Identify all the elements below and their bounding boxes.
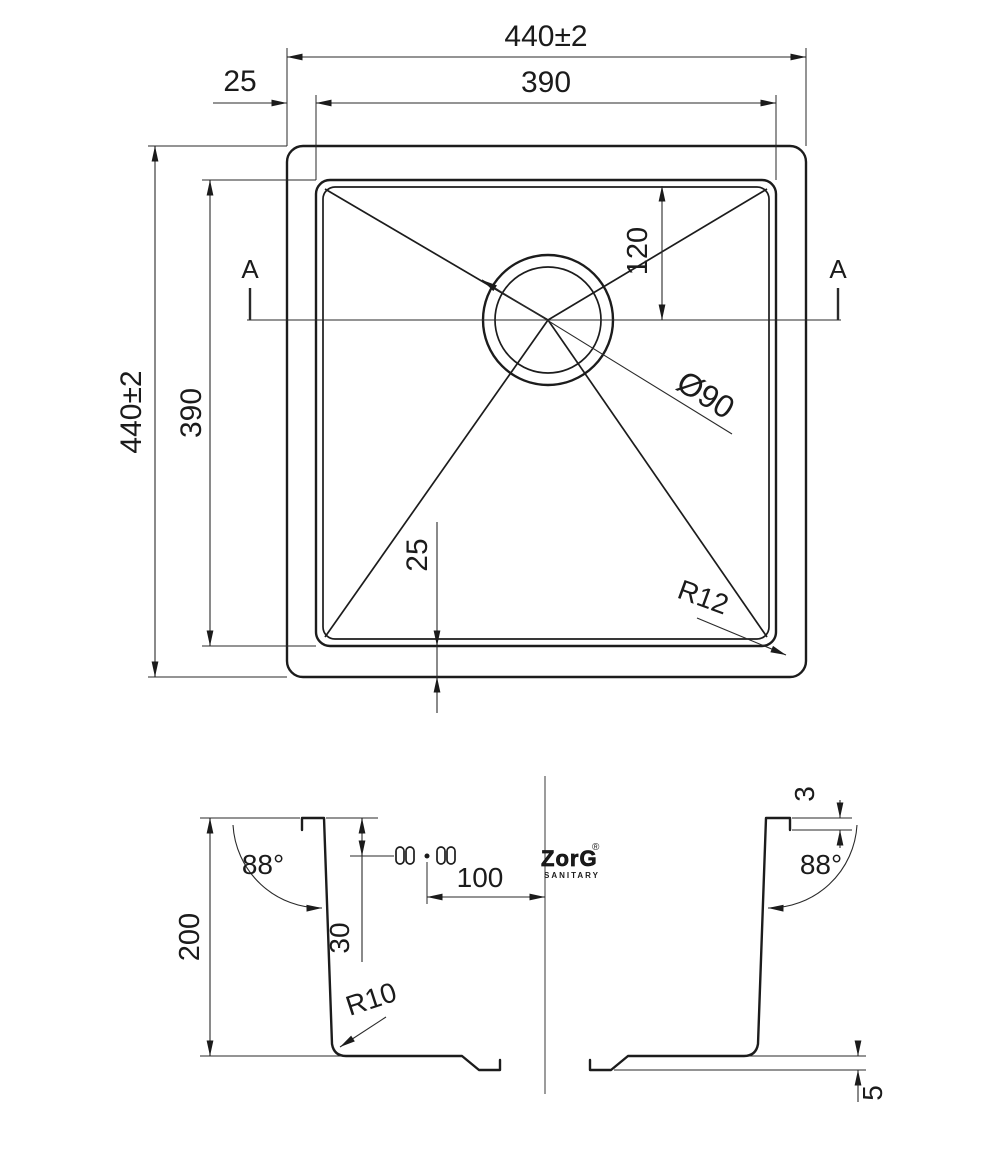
mount-hole — [405, 846, 415, 865]
section-label-left: A — [241, 254, 259, 284]
leader-corner-radius — [696, 617, 787, 656]
section-outline-right — [588, 816, 792, 1072]
section-view: ZorG ® SANITARY 200 88° 88° 3 100 — [174, 776, 888, 1102]
dim-rim-thickness: 3 — [789, 786, 820, 802]
dim-inner-width: 390 — [521, 66, 571, 99]
brand-logo-subtext: SANITARY — [544, 871, 600, 880]
dim-bottom-radius: R10 — [342, 976, 400, 1021]
arrowhead — [481, 279, 499, 292]
dim-holes-offset: 100 — [457, 862, 504, 893]
dim-depth: 200 — [174, 913, 206, 961]
mount-hole — [436, 846, 446, 865]
dim-rim-bottom: 25 — [401, 538, 434, 571]
dim-overall-width: 440±2 — [504, 20, 587, 53]
bowl-rim-outline — [314, 178, 778, 648]
mount-hole — [395, 846, 405, 865]
angle-arc-right — [767, 824, 858, 912]
mount-hole — [446, 846, 456, 865]
sink-outer-outline — [285, 144, 808, 679]
dim-drain-diameter: Ø90 — [671, 363, 741, 426]
section-label-right: A — [829, 254, 847, 284]
hole-center-dot — [424, 853, 430, 859]
dim-holes-from-rim: 30 — [324, 922, 355, 953]
dim-angle-left: 88° — [242, 849, 284, 880]
diagonal-top-right — [547, 188, 768, 321]
angle-arc-left — [232, 824, 323, 912]
brand-logo-text: ZorG — [541, 846, 598, 871]
bowl-rim-inner-line — [322, 186, 770, 640]
dim-lip-height: 5 — [857, 1085, 888, 1101]
top-view: A A 440±2 390 25 440±2 390 — [115, 20, 847, 713]
diagonal-bottom-right — [547, 319, 768, 638]
dim-inner-height: 390 — [175, 388, 208, 438]
dim-drain-offset: 120 — [622, 227, 654, 275]
registered-mark: ® — [592, 842, 600, 853]
dim-overall-height: 440±2 — [115, 370, 148, 453]
section-outline-left — [300, 816, 502, 1072]
leader-drain-diameter — [481, 279, 733, 435]
dim-rim-top: 25 — [223, 65, 256, 98]
dim-angle-right: 88° — [800, 849, 842, 880]
leader-bottom-radius — [339, 1016, 387, 1048]
dim-corner-radius: R12 — [674, 574, 733, 621]
